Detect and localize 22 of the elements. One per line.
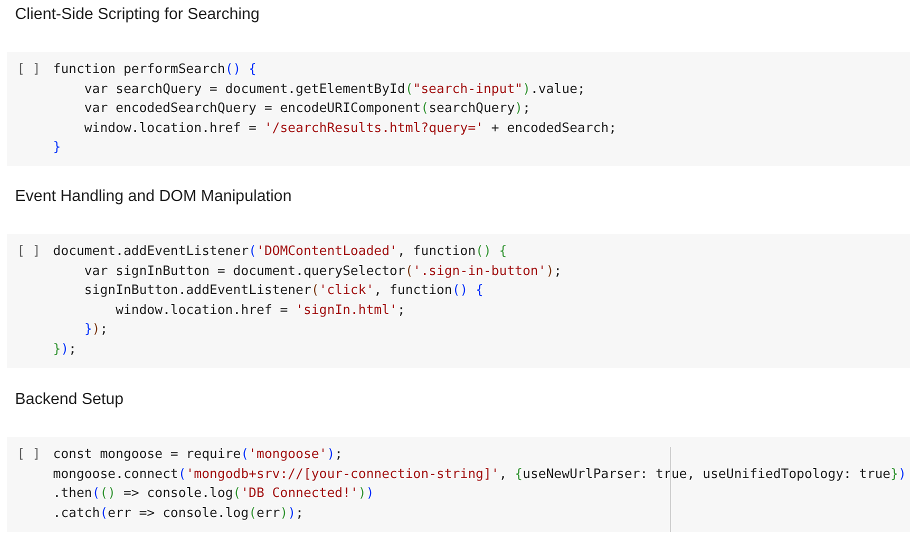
code-line: .then(() => console.log('DB Connected!')) — [53, 485, 374, 503]
code-cell — [7, 437, 910, 532]
section-heading: Backend Setup — [15, 391, 124, 409]
run-cell-control: [ ] — [17, 447, 40, 462]
run-cell-control: [ ] — [17, 62, 40, 77]
code-line: signInButton.addEventListener('click', function() { — [83, 282, 484, 300]
code-line: const mongoose = require('mongoose'); — [53, 446, 343, 464]
code-line: }); — [83, 321, 108, 339]
code-line: var signInButton = document.querySelector('.sign-in-button'); — [83, 262, 562, 280]
code-line: document.addEventListener('DOMContentLoaded', function() { — [53, 243, 507, 261]
section-heading: Client-Side Scripting for Searching — [15, 6, 260, 24]
code-line: var searchQuery = document.getElementById("search-input").value; — [83, 80, 586, 98]
code-line: var encodedSearchQuery = encodeURIComponent(searchQuery); — [83, 100, 530, 118]
code-line: window.location.href = 'signIn.html'; — [114, 302, 406, 320]
run-cell-control: [ ] — [17, 244, 40, 259]
code-line: .catch(err => console.log(err)); — [53, 504, 304, 522]
code-line: function performSearch() { — [53, 61, 256, 79]
code-line: window.location.href = '/searchResults.html?query=' + encodedSearch; — [83, 120, 617, 138]
section-heading: Event Handling and DOM Manipulation — [15, 188, 292, 206]
code-line: mongoose.connect('mongodb+srv://[your-connection-string]', {useNewUrlParser: true, useUnifiedTopology: true}) — [53, 466, 906, 484]
code-line: }); — [53, 340, 76, 358]
code-line: } — [53, 139, 61, 157]
